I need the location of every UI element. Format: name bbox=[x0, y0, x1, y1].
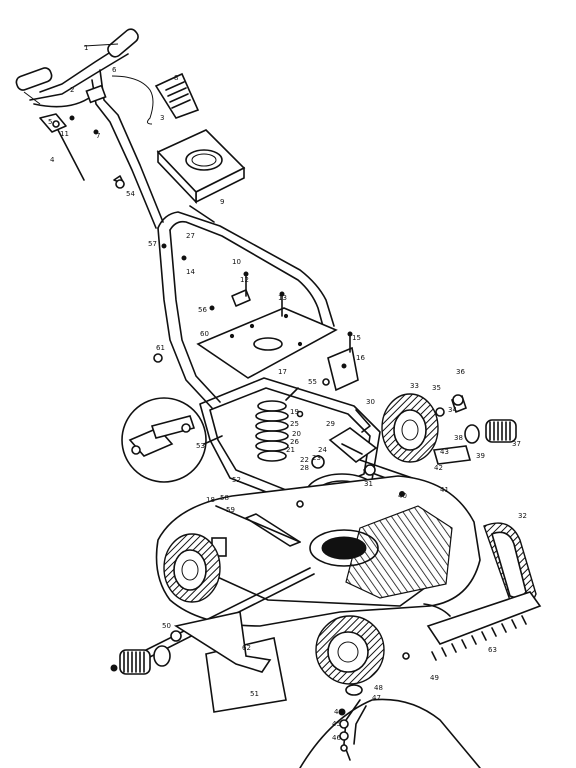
callout-16: 16 bbox=[356, 354, 365, 362]
callout-25: 25 bbox=[290, 420, 299, 428]
callout-13: 13 bbox=[278, 294, 287, 302]
callout-42: 42 bbox=[434, 464, 443, 472]
drive-gear-right bbox=[432, 394, 517, 465]
callout-33: 33 bbox=[410, 382, 419, 390]
plate-hardware bbox=[209, 271, 285, 317]
detail-inset bbox=[121, 397, 223, 483]
callout-44: 44 bbox=[334, 708, 343, 716]
callout-41: 41 bbox=[440, 486, 449, 494]
callout-61: 61 bbox=[156, 344, 165, 352]
lower-bracket bbox=[173, 611, 272, 673]
callout-43: 43 bbox=[440, 448, 449, 456]
control-cable bbox=[111, 75, 154, 125]
callout-39: 39 bbox=[476, 452, 485, 460]
callout-57: 57 bbox=[148, 240, 157, 248]
callout-31: 31 bbox=[364, 480, 373, 488]
callout-50: 50 bbox=[162, 622, 171, 630]
mower-deck bbox=[155, 475, 481, 627]
callout-labels: 1 2 3 4 5 6 7 8 9 10 11 12 13 14 15 16 1… bbox=[48, 44, 527, 742]
callout-52: 52 bbox=[232, 476, 241, 484]
callout-38: 38 bbox=[454, 434, 463, 442]
callout-12: 12 bbox=[240, 276, 249, 284]
callout-55: 55 bbox=[308, 378, 317, 386]
callout-29: 29 bbox=[326, 420, 335, 428]
callout-32: 32 bbox=[518, 512, 527, 520]
callout-45: 45 bbox=[332, 720, 341, 728]
callout-5: 5 bbox=[48, 118, 52, 126]
callout-7: 7 bbox=[96, 132, 100, 140]
rear-left-wheel bbox=[163, 533, 221, 603]
comb-bar bbox=[423, 591, 542, 661]
callout-22: 22 bbox=[300, 456, 309, 464]
callout-46: 46 bbox=[332, 734, 341, 742]
lower-handle bbox=[157, 211, 335, 409]
callout-53: 53 bbox=[196, 442, 205, 450]
callout-9: 9 bbox=[220, 198, 224, 206]
callout-19: 19 bbox=[290, 408, 299, 416]
callout-63: 63 bbox=[488, 646, 497, 654]
callout-62: 62 bbox=[242, 644, 251, 652]
callout-27: 27 bbox=[186, 232, 195, 240]
deck-vents bbox=[345, 505, 453, 599]
callout-18: 18 bbox=[206, 496, 215, 504]
callout-49: 49 bbox=[430, 674, 439, 682]
callout-30: 30 bbox=[366, 398, 375, 406]
callout-60: 60 bbox=[200, 330, 209, 338]
callout-34: 34 bbox=[448, 406, 457, 414]
callout-37: 37 bbox=[512, 440, 521, 448]
loose-hardware bbox=[115, 179, 464, 660]
torsion-spring bbox=[255, 387, 299, 462]
callout-2: 2 bbox=[70, 86, 74, 94]
callout-54: 54 bbox=[126, 190, 135, 198]
switch-cover bbox=[154, 72, 200, 119]
callout-11: 11 bbox=[60, 130, 69, 138]
height-adjust-bracket bbox=[322, 331, 359, 392]
callout-35: 35 bbox=[432, 384, 441, 392]
callout-58: 58 bbox=[220, 494, 229, 502]
callout-40: 40 bbox=[398, 492, 407, 500]
left-grip bbox=[15, 67, 53, 91]
callout-23: 23 bbox=[312, 454, 321, 462]
callout-48: 48 bbox=[374, 684, 383, 692]
callout-59: 59 bbox=[226, 506, 235, 514]
callout-14: 14 bbox=[186, 268, 195, 276]
callout-1: 1 bbox=[84, 44, 88, 52]
callout-51: 51 bbox=[250, 690, 259, 698]
motor-bracket-assembly bbox=[297, 409, 378, 493]
callout-21: 21 bbox=[286, 446, 295, 454]
cord-hook-assembly bbox=[299, 684, 481, 768]
callout-15: 15 bbox=[352, 334, 361, 342]
callout-10: 10 bbox=[232, 258, 241, 266]
upper-handle bbox=[15, 28, 164, 229]
callout-28: 28 bbox=[300, 464, 309, 472]
callout-8: 8 bbox=[174, 74, 178, 82]
right-grip bbox=[107, 28, 139, 58]
callout-3: 3 bbox=[160, 114, 164, 122]
front-left-wheel bbox=[315, 615, 385, 685]
callout-26: 26 bbox=[290, 438, 299, 446]
callout-20: 20 bbox=[292, 430, 301, 438]
callout-4: 4 bbox=[50, 156, 55, 164]
callout-6: 6 bbox=[112, 66, 117, 74]
callout-24: 24 bbox=[318, 446, 327, 454]
drive-gear-left bbox=[110, 645, 171, 675]
handle-bracket bbox=[85, 84, 107, 104]
callout-56: 56 bbox=[198, 306, 207, 314]
callout-36: 36 bbox=[456, 368, 465, 376]
front-right-wheel bbox=[381, 393, 439, 463]
callout-17: 17 bbox=[278, 368, 287, 376]
rear-shield-plate bbox=[196, 307, 338, 379]
switch-box bbox=[156, 129, 246, 223]
callout-47: 47 bbox=[372, 694, 381, 702]
